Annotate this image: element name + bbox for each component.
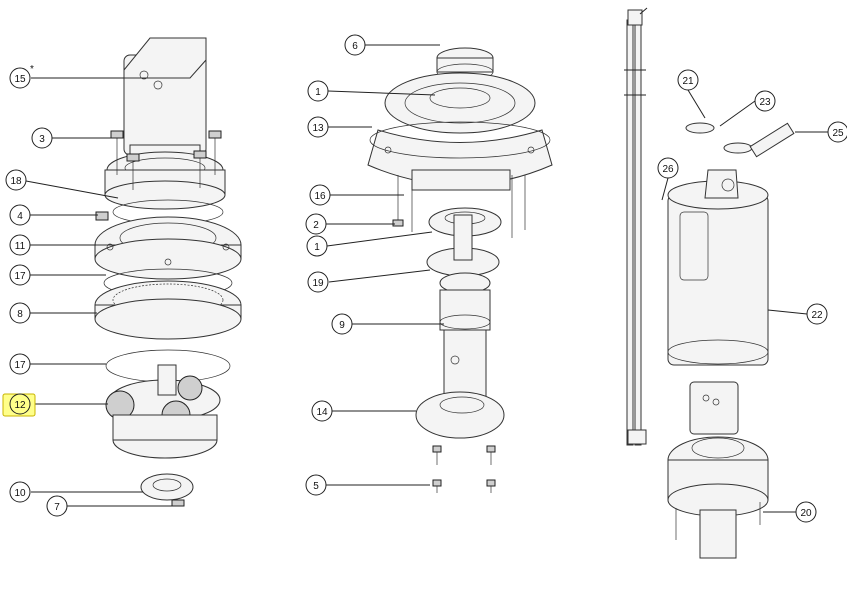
- callout-label-3: 3: [39, 134, 45, 145]
- callout-label-19: 19: [312, 278, 324, 289]
- motor-part: [123, 37, 207, 164]
- callout-label-15: 15: [14, 74, 26, 85]
- callout-label-8: 8: [17, 309, 23, 320]
- callout-10: 10: [9, 481, 31, 503]
- callout-label-2: 2: [313, 220, 319, 231]
- motor-flange-part: [104, 130, 226, 210]
- callout-18: 18: [5, 169, 27, 191]
- callout-label-10: 10: [14, 488, 26, 499]
- lower-motor-part: [667, 381, 769, 559]
- callout-11: 11: [9, 234, 31, 256]
- leader-lines: [25, 7, 828, 513]
- callout-21: 21: [677, 69, 699, 91]
- callout-17b: 17: [9, 353, 31, 375]
- callout-1a: 1: [307, 80, 329, 102]
- right-assembly: [624, 9, 795, 559]
- callout-2: 2: [305, 213, 327, 235]
- callout-13: 13: [307, 116, 329, 138]
- callout-19: 19: [307, 271, 329, 293]
- callout-4: 4: [9, 204, 31, 226]
- base-plate-part: [415, 391, 505, 439]
- callout-label-17b: 17: [14, 360, 26, 371]
- main-housing-part: [367, 72, 553, 191]
- callout-6: 6: [344, 34, 366, 56]
- callout-12-highlighted: 12: [2, 393, 36, 417]
- callout-label-17a: 17: [14, 271, 26, 282]
- callout-label-6: 6: [352, 41, 358, 52]
- washer-part-2: [723, 142, 753, 154]
- bearing-part: [140, 473, 194, 507]
- callout-asterisk: *: [30, 64, 34, 75]
- hydraulic-tube-part: [624, 9, 647, 446]
- callout-17a: 17: [9, 264, 31, 286]
- callout-14: 14: [311, 400, 333, 422]
- callout-label-1b: 1: [314, 242, 320, 253]
- stud-bolts-part: [392, 175, 526, 238]
- callout-label-26: 26: [662, 164, 674, 175]
- callout-label-22: 22: [811, 310, 823, 321]
- callout-8: 8: [9, 302, 31, 324]
- callout-label-13: 13: [312, 123, 324, 134]
- callout-label-25: 25: [832, 128, 844, 139]
- callout-label-1a: 1: [315, 87, 321, 98]
- left-assembly: [94, 37, 242, 507]
- callout-label-18: 18: [10, 176, 22, 187]
- callout-label-5: 5: [313, 481, 319, 492]
- shaft-part: [439, 289, 491, 401]
- callout-label-12: 12: [14, 400, 26, 411]
- callout-26: 26: [657, 157, 679, 179]
- pin-part: [749, 122, 795, 158]
- callout-label-14: 14: [316, 407, 328, 418]
- callout-20: 20: [795, 501, 817, 523]
- callout-16: 16: [309, 184, 331, 206]
- callout-label-9: 9: [339, 320, 345, 331]
- flange-ring-part: [94, 211, 242, 280]
- callout-label-23: 23: [759, 97, 771, 108]
- callout-23: 23: [754, 90, 776, 112]
- callout-3: 3: [31, 127, 53, 149]
- cylinder-part: [667, 169, 769, 366]
- callout-15: 15: [9, 67, 31, 89]
- callout-label-21: 21: [682, 76, 694, 87]
- drive-gear-part: [426, 214, 500, 294]
- callout-label-4: 4: [17, 211, 23, 222]
- callout-7: 7: [46, 495, 68, 517]
- callout-25: 25: [827, 121, 847, 143]
- callout-5: 5: [305, 474, 327, 496]
- middle-assembly: [367, 47, 553, 493]
- callout-label-20: 20: [800, 508, 812, 519]
- callout-label-16: 16: [314, 191, 326, 202]
- planetary-carrier-part: [105, 364, 221, 459]
- cap-part: [436, 47, 494, 81]
- washer-part: [685, 122, 715, 134]
- callout-9: 9: [331, 313, 353, 335]
- callout-1b: 1: [306, 235, 328, 257]
- callout-label-7: 7: [54, 502, 60, 513]
- callout-label-11: 11: [15, 241, 26, 252]
- ring-gear-part: [94, 268, 242, 340]
- callout-22: 22: [806, 303, 828, 325]
- base-bolts-part: [432, 445, 496, 493]
